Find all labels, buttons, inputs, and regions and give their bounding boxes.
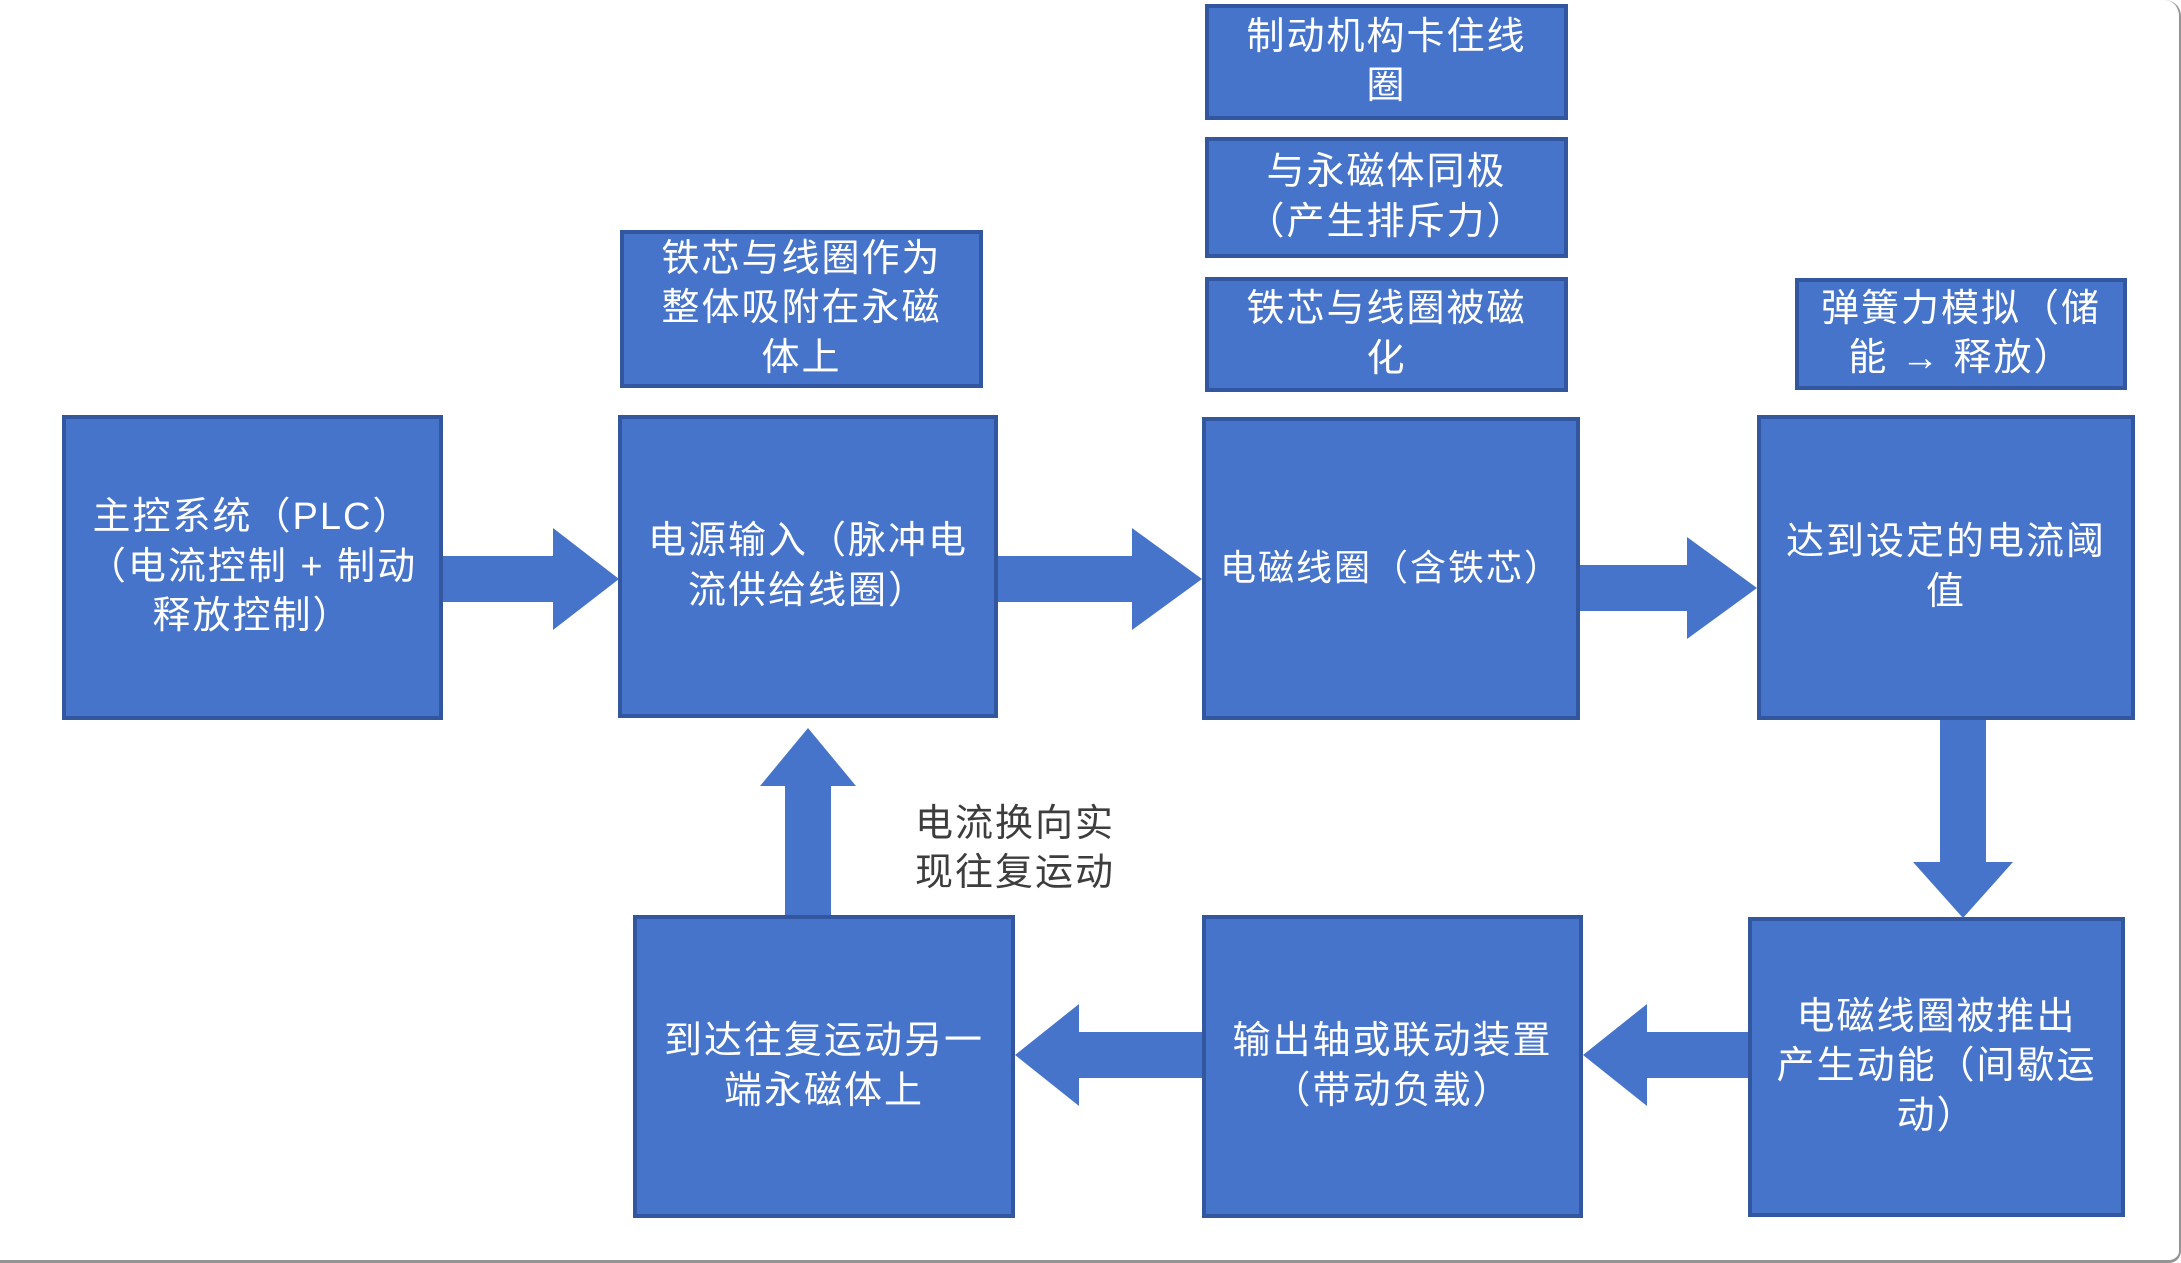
arrow-down-icon (1913, 862, 2013, 918)
node-electromagnetic-coil: 电磁线圈（含铁芯） (1202, 417, 1580, 720)
node-brake-mechanism: 制动机构卡住线 圈 (1205, 4, 1568, 120)
arrow-right-icon (553, 528, 619, 630)
node-coil-pushed-out: 电磁线圈被推出 产生动能（间歇运 动） (1748, 917, 2125, 1217)
arrow-shaft (785, 786, 831, 915)
node-reach-other-end: 到达往复运动另一 端永磁体上 (633, 915, 1015, 1218)
arrow-right-icon (1132, 528, 1202, 630)
arrow-shaft (1940, 720, 1986, 862)
node-same-pole-repulsion: 与永磁体同极 （产生排斥力） (1205, 137, 1568, 258)
node-current-threshold: 达到设定的电流阈 值 (1757, 415, 2135, 720)
node-core-coil-adsorbed: 铁芯与线圈作为 整体吸附在永磁 体上 (620, 230, 983, 388)
arrow-shaft (1079, 1032, 1202, 1078)
arrow-shaft (998, 556, 1132, 602)
arrow-up-icon (760, 728, 856, 786)
arrow-left-icon (1583, 1004, 1647, 1106)
node-output-shaft: 输出轴或联动装置 （带动负载） (1202, 915, 1583, 1218)
arrow-right-icon (1687, 537, 1757, 639)
flow-reversal-label: 电流换向实 现往复运动 (914, 803, 1115, 895)
node-core-coil-magnetized: 铁芯与线圈被磁 化 (1205, 277, 1568, 392)
arrow-shaft (1580, 565, 1687, 611)
arrow-left-icon (1015, 1004, 1079, 1106)
node-spring-force-simulation: 弹簧力模拟（储 能 → 释放） (1795, 278, 2127, 390)
node-plc-master-control: 主控系统（PLC） （电流控制 + 制动 释放控制） (62, 415, 443, 720)
node-power-input: 电源输入（脉冲电 流供给线圈） (618, 415, 998, 718)
arrow-shaft (1647, 1032, 1748, 1078)
arrow-shaft (443, 556, 553, 602)
